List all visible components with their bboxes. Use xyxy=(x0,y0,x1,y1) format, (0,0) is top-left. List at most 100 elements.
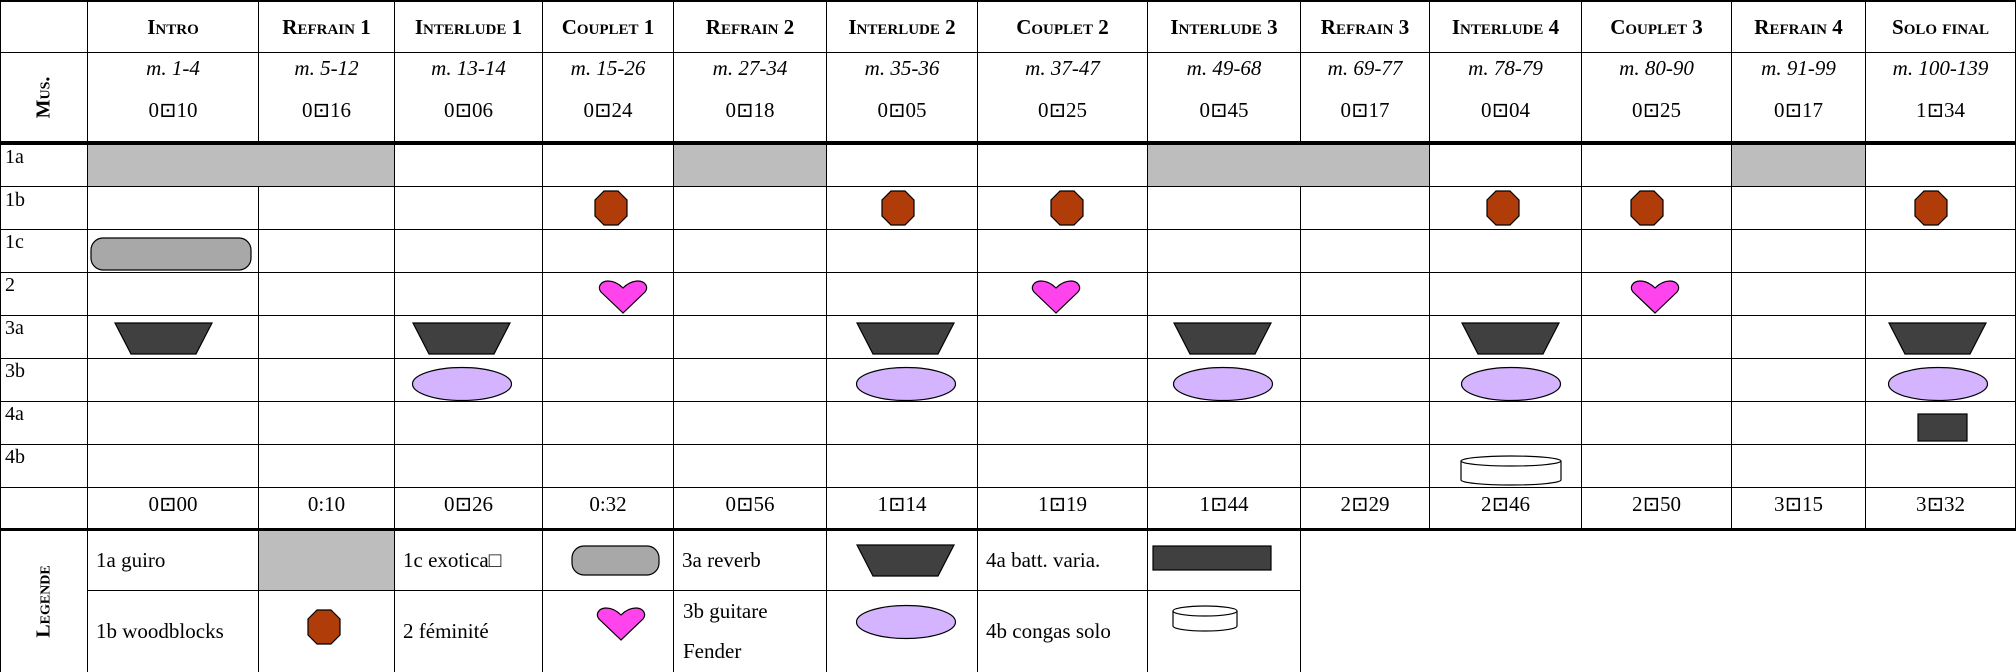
woodblocks-octagon-couplet-3 xyxy=(1630,190,1664,226)
legend-symbol-dark-rectangle xyxy=(1152,545,1272,571)
duration-interlude-3: 0⊡45 xyxy=(1199,98,1249,122)
woodblocks-octagon-interlude-2 xyxy=(881,190,915,226)
batterie-rectangle-solo-final xyxy=(1917,413,1968,442)
reverb-trapezoid-interlude-3 xyxy=(1173,322,1272,355)
timestamp-couplet-2: 1⊡19 xyxy=(1037,492,1088,516)
row-label-1b: 1b xyxy=(5,189,25,211)
timestamp-interlude-1: 0⊡26 xyxy=(443,492,494,516)
guitare-ellipse-interlude-4 xyxy=(1460,366,1562,402)
guiro-shade-refrain-4 xyxy=(1732,145,1865,186)
timestamp-couplet-3: 2⊡50 xyxy=(1631,492,1682,516)
section-header-interlude-3: Interlude 3 xyxy=(1170,14,1278,39)
duration-refrain-3: 0⊡17 xyxy=(1340,98,1390,122)
section-header-couplet-3: Couplet 3 xyxy=(1610,14,1703,39)
guitare-ellipse-interlude-3 xyxy=(1172,366,1274,402)
congas-drum-interlude-4 xyxy=(1460,455,1562,486)
measures-refrain-2: m. 27-34 xyxy=(712,56,788,80)
woodblocks-octagon-interlude-4 xyxy=(1486,190,1520,226)
section-header-couplet-1: Couplet 1 xyxy=(561,14,655,39)
duration-interlude-2: 0⊡05 xyxy=(877,98,927,122)
legend-label-exotica: 1c exotica□ xyxy=(403,548,502,572)
legend-symbol-gray-shade xyxy=(259,531,394,590)
timestamp-refrain-1: 0:10 xyxy=(307,492,346,516)
row-label-4a: 4a xyxy=(5,403,24,425)
exotica-bar-intro xyxy=(90,237,252,271)
legend-label-batterie: 4a batt. varia. xyxy=(986,548,1101,572)
measures-interlude-2: m. 35-36 xyxy=(864,56,940,80)
duration-interlude-1: 0⊡06 xyxy=(443,98,494,122)
timestamp-couplet-1: 0:32 xyxy=(589,492,627,516)
duration-couplet-2: 0⊡25 xyxy=(1037,98,1088,122)
mus-label: Mus. xyxy=(32,76,55,118)
measures-couplet-3: m. 80-90 xyxy=(1619,56,1694,80)
reverb-trapezoid-intro xyxy=(114,322,213,355)
reverb-trapezoid-interlude-2 xyxy=(856,322,955,355)
legend-label-guitare-line1: 3b guitare xyxy=(683,599,768,623)
legend-symbol-ellipse xyxy=(855,604,957,640)
reverb-trapezoid-interlude-1 xyxy=(412,322,511,355)
guiro-shade-interlude-3-refrain-3 xyxy=(1148,145,1429,186)
timestamp-interlude-4: 2⊡46 xyxy=(1480,492,1531,516)
measures-refrain-1: m. 5-12 xyxy=(294,56,359,80)
timestamp-interlude-2: 1⊡14 xyxy=(877,492,927,516)
measures-intro: m. 1-4 xyxy=(146,56,200,80)
duration-solo-final: 1⊡34 xyxy=(1915,98,1966,122)
guitare-ellipse-interlude-2 xyxy=(855,366,957,402)
row-label-1c: 1c xyxy=(5,231,24,253)
duration-refrain-2: 0⊡18 xyxy=(725,98,775,122)
legend-label-feminite: 2 féminité xyxy=(403,619,489,643)
duration-couplet-1: 0⊡24 xyxy=(583,98,633,122)
duration-interlude-4: 0⊡04 xyxy=(1480,98,1531,122)
legend-symbol-rounded-bar xyxy=(571,545,660,576)
legend-symbol-octagon xyxy=(307,609,341,645)
reverb-trapezoid-solo-final xyxy=(1888,322,1987,355)
measures-couplet-2: m. 37-47 xyxy=(1025,56,1100,80)
legend-label-woodblocks: 1b woodblocks xyxy=(96,619,224,643)
section-header-refrain-4: Refrain 4 xyxy=(1754,14,1843,39)
woodblocks-octagon-couplet-2 xyxy=(1050,190,1084,226)
legend-title: Legende xyxy=(32,565,55,638)
timestamp-intro: 0⊡00 xyxy=(148,492,198,516)
section-header-refrain-1: Refrain 1 xyxy=(282,14,371,39)
section-header-interlude-1: Interlude 1 xyxy=(414,14,523,39)
legend-label-congas: 4b congas solo xyxy=(986,619,1111,643)
guiro-shade-intro-refrain-1 xyxy=(88,145,394,186)
section-header-interlude-4: Interlude 4 xyxy=(1451,14,1560,39)
measures-solo-final: m. 100-139 xyxy=(1892,56,1989,80)
duration-refrain-4: 0⊡17 xyxy=(1773,98,1824,122)
measures-couplet-1: m. 15-26 xyxy=(570,56,646,80)
section-header-interlude-2: Interlude 2 xyxy=(848,14,956,39)
row-label-3b: 3b xyxy=(5,360,25,382)
duration-intro: 0⊡10 xyxy=(148,98,198,122)
section-header-solo-final: Solo final xyxy=(1892,14,1989,39)
guitare-ellipse-solo-final xyxy=(1887,366,1989,402)
legend-label-guiro: 1a guiro xyxy=(96,548,166,572)
row-label-3a: 3a xyxy=(5,317,24,339)
legend-symbol-trapezoid xyxy=(856,544,955,577)
feminite-heart-couplet-2 xyxy=(1031,280,1081,314)
timestamp-refrain-2: 0⊡56 xyxy=(725,492,775,516)
timestamp-refrain-4: 3⊡15 xyxy=(1773,492,1824,516)
timestamp-solo-final: 3⊡32 xyxy=(1915,492,1966,516)
feminite-heart-couplet-3 xyxy=(1630,280,1680,314)
feminite-heart-couplet-1 xyxy=(598,280,648,314)
duration-couplet-3: 0⊡25 xyxy=(1631,98,1682,122)
guitare-ellipse-interlude-1 xyxy=(411,366,513,402)
section-header-couplet-2: Couplet 2 xyxy=(1016,14,1109,39)
timestamp-refrain-3: 2⊡29 xyxy=(1340,492,1390,516)
measures-interlude-1: m. 13-14 xyxy=(431,56,506,80)
measures-interlude-4: m. 78-79 xyxy=(1468,56,1543,80)
legend-label-guitare-line2: Fender xyxy=(683,639,742,663)
measures-interlude-3: m. 49-68 xyxy=(1186,56,1262,80)
timestamp-interlude-3: 1⊡44 xyxy=(1199,492,1249,516)
section-header-refrain-2: Refrain 2 xyxy=(705,14,795,39)
row-label-4b: 4b xyxy=(5,446,25,468)
row-label-2: 2 xyxy=(5,274,15,296)
duration-refrain-1: 0⊡16 xyxy=(301,98,352,122)
woodblocks-octagon-solo-final xyxy=(1914,190,1948,226)
row-label-1a: 1a xyxy=(5,146,24,168)
legend-symbol-heart xyxy=(596,607,646,641)
guiro-shade-refrain-2 xyxy=(674,145,826,186)
section-header-refrain-3: Refrain 3 xyxy=(1320,14,1410,39)
legend-symbol-drum xyxy=(1172,605,1238,632)
